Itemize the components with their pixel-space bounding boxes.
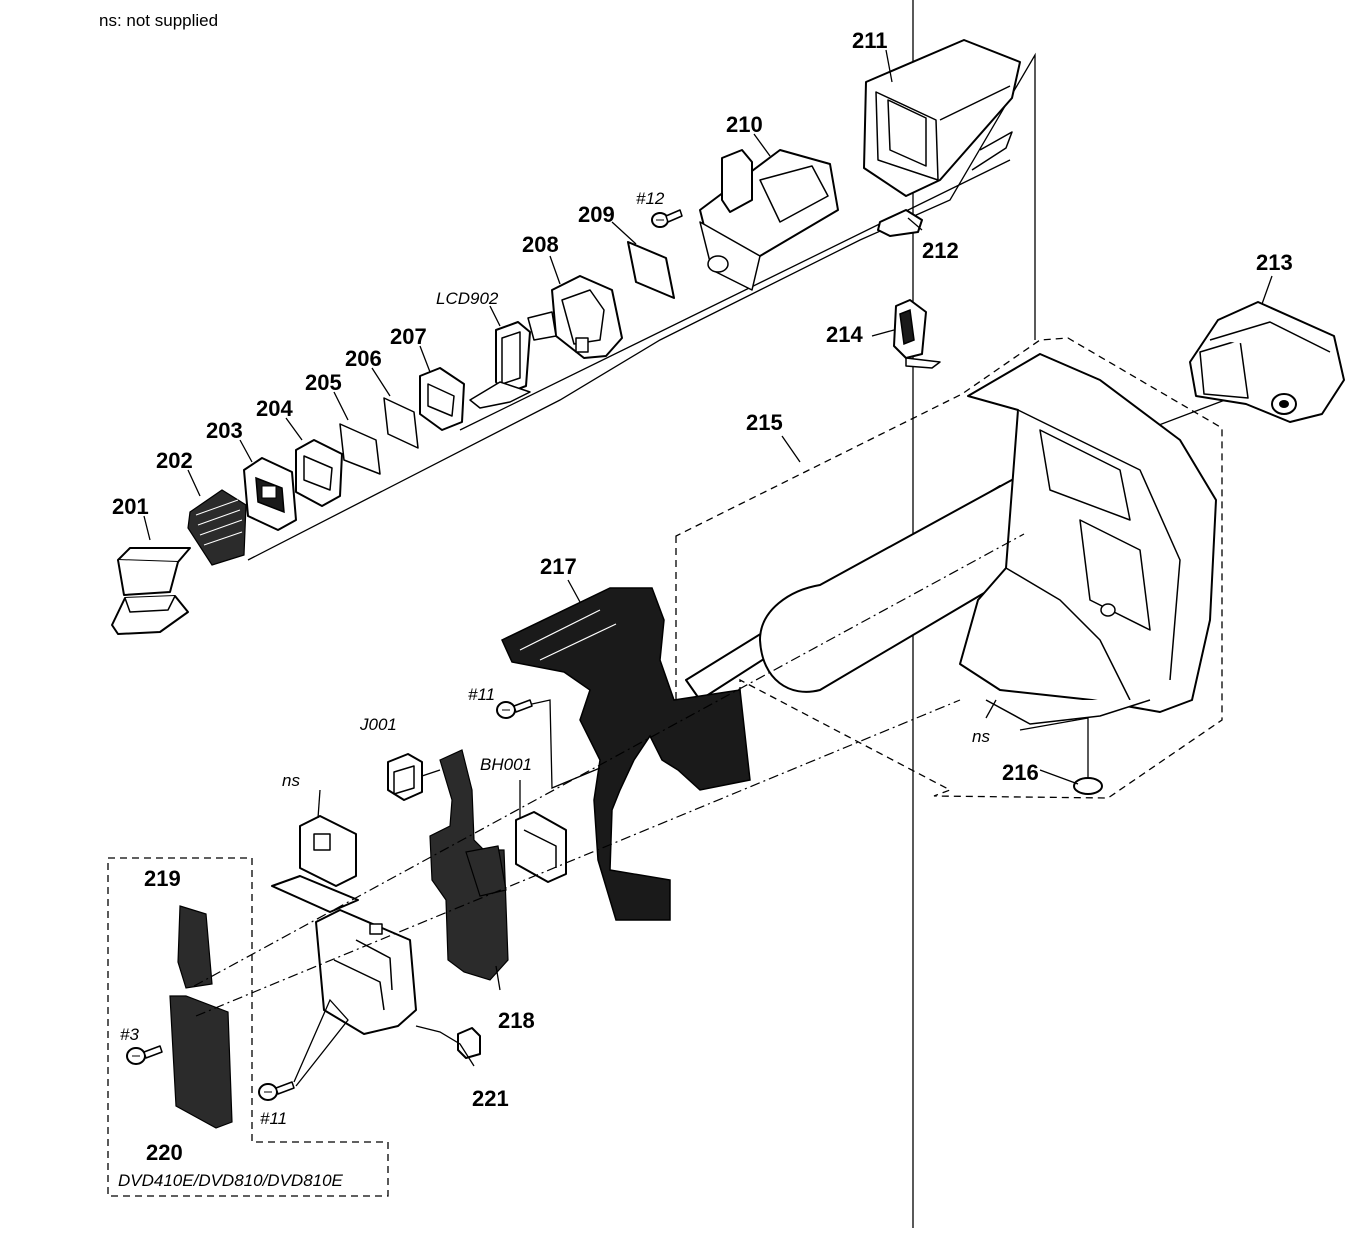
label-212: 212 bbox=[922, 238, 959, 263]
label-206: 206 bbox=[345, 346, 382, 371]
part-209-plate bbox=[627, 241, 675, 299]
label-210: 210 bbox=[726, 112, 763, 137]
part-204-frame bbox=[295, 439, 343, 507]
label-221: 221 bbox=[472, 1086, 509, 1111]
label-screw-11-bottom: #11 bbox=[260, 1109, 287, 1128]
part-221-small-cap bbox=[415, 1025, 481, 1067]
label-j001: J001 bbox=[359, 715, 397, 734]
part-214-latch bbox=[893, 299, 941, 369]
part-201-eyepiece bbox=[111, 547, 191, 635]
label-208: 208 bbox=[522, 232, 559, 257]
part-216-foot bbox=[1073, 777, 1103, 795]
screw-11-bottom bbox=[258, 998, 349, 1101]
screw-3 bbox=[126, 1045, 163, 1065]
leader-lines bbox=[143, 49, 1273, 991]
part-219-board bbox=[177, 905, 213, 989]
label-209: 209 bbox=[578, 202, 615, 227]
label-214: 214 bbox=[826, 322, 863, 347]
axis-line-upper bbox=[459, 159, 1011, 431]
label-bh001: BH001 bbox=[480, 755, 532, 774]
label-lcd902: LCD902 bbox=[436, 289, 499, 308]
part-bh001-holder bbox=[515, 780, 567, 883]
model-variant-box bbox=[107, 857, 389, 1197]
part-board-frame bbox=[315, 909, 417, 1035]
leader-216 bbox=[1019, 717, 1089, 778]
part-218-flex-board bbox=[429, 749, 509, 981]
label-screw-12: #12 bbox=[636, 189, 665, 208]
label-203: 203 bbox=[206, 418, 243, 443]
dashdot-line-lower bbox=[195, 699, 961, 1017]
part-206-plate bbox=[383, 397, 419, 449]
label-217: 217 bbox=[540, 554, 577, 579]
part-212-bracket bbox=[877, 209, 923, 237]
part-207-frame bbox=[419, 367, 465, 431]
part-211-top-cover bbox=[863, 39, 1021, 197]
label-ns-body: ns bbox=[972, 727, 990, 746]
label-215: 215 bbox=[746, 410, 783, 435]
label-207: 207 bbox=[390, 324, 427, 349]
viewfinder-assembly-axis bbox=[247, 52, 1036, 561]
part-j001-connector bbox=[387, 753, 441, 801]
label-201: 201 bbox=[112, 494, 149, 519]
label-204: 204 bbox=[256, 396, 293, 421]
label-219: 219 bbox=[144, 866, 181, 891]
screw-12 bbox=[651, 209, 683, 228]
part-202-mesh-block bbox=[187, 489, 247, 566]
label-205: 205 bbox=[305, 370, 342, 395]
dashdot-line-middle bbox=[193, 533, 1025, 987]
label-ns-bracket: ns bbox=[282, 771, 300, 790]
part-205-plate bbox=[339, 423, 381, 475]
part-210-finder-housing bbox=[699, 149, 839, 291]
label-screw-11-top: #11 bbox=[468, 685, 495, 704]
part-217-lens-block bbox=[501, 587, 751, 921]
part-ns-bracket bbox=[271, 815, 359, 913]
part-208-lcd-holder bbox=[527, 275, 623, 359]
label-model-variants: DVD410E/DVD810/DVD810E bbox=[118, 1171, 344, 1190]
part-lcd902-display bbox=[469, 321, 531, 409]
label-213: 213 bbox=[1256, 250, 1293, 275]
part-215-grip-body bbox=[685, 353, 1217, 725]
part-220-board bbox=[169, 995, 233, 1129]
label-211: 211 bbox=[852, 28, 888, 53]
label-screw-3: #3 bbox=[120, 1025, 139, 1044]
label-216: 216 bbox=[1002, 760, 1039, 785]
part-213-rear-cover bbox=[1189, 301, 1345, 423]
label-220: 220 bbox=[146, 1140, 183, 1165]
part-203-lens-frame bbox=[243, 457, 297, 531]
ns-legend-note: ns: not supplied bbox=[99, 11, 219, 30]
label-218: 218 bbox=[498, 1008, 535, 1033]
label-202: 202 bbox=[156, 448, 193, 473]
